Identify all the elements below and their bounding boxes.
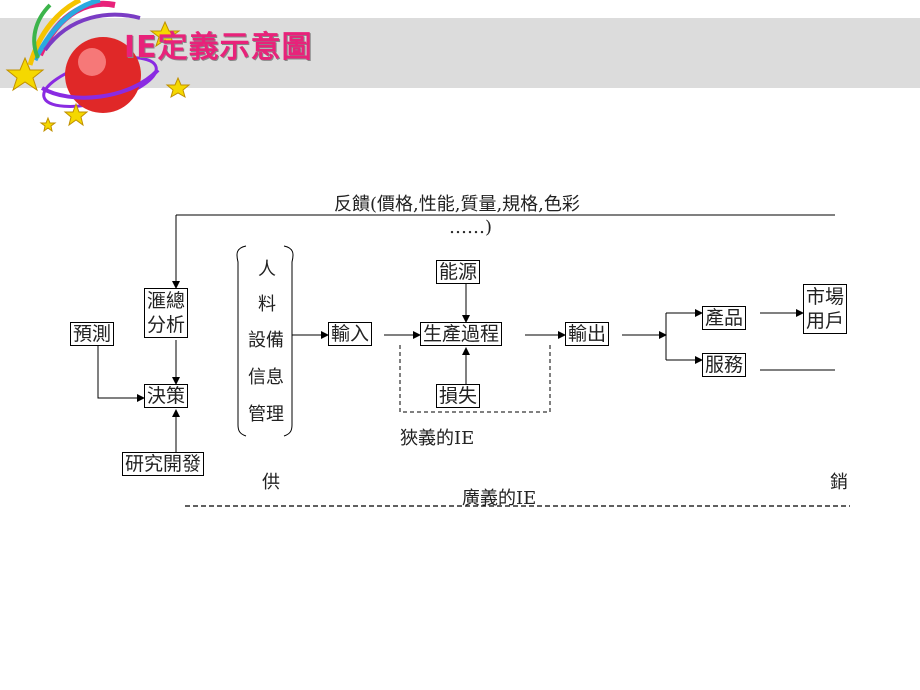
resource-item: 管理: [248, 404, 284, 425]
forecast-label: 預測: [73, 323, 112, 345]
product-box: 產品: [702, 306, 747, 330]
narrow-ie-label: 狹義的IE: [400, 428, 475, 449]
input-label: 輸入: [331, 323, 370, 345]
logo-planet-stars-icon: [5, 0, 191, 133]
output-label: 輸出: [568, 323, 607, 345]
rnd-label: 研究開發: [125, 453, 202, 475]
product-label: 產品: [705, 307, 744, 329]
service-box: 服務: [702, 353, 747, 377]
production-label: 生產過程: [423, 323, 500, 345]
input-box: 輸入: [328, 322, 373, 346]
supply-label: 供: [262, 472, 280, 493]
broad-ie-label: 廣義的IE: [462, 488, 537, 509]
market-label-line2: 用戶: [806, 310, 845, 332]
analysis-label-line2: 分析: [147, 314, 186, 336]
feedback-label: 反饋(價格,性能,質量,規格,色彩: [334, 194, 580, 215]
energy-box: 能源: [436, 260, 481, 284]
market-box: 市場 用戶: [803, 284, 848, 334]
energy-label: 能源: [439, 261, 478, 283]
loss-label: 損失: [439, 385, 478, 407]
slide-title: IE定義示意圖: [124, 30, 313, 65]
analysis-box: 滙總 分析: [144, 288, 189, 338]
forecast-box: 預測: [70, 322, 115, 346]
decision-label: 決策: [147, 385, 186, 407]
output-box: 輸出: [565, 322, 610, 346]
rnd-box: 研究開發: [122, 452, 205, 476]
loss-box: 損失: [436, 384, 481, 408]
resource-item: 信息: [248, 367, 284, 388]
production-box: 生產過程: [420, 322, 503, 346]
sales-label: 銷: [830, 472, 848, 493]
decision-box: 決策: [144, 384, 189, 408]
service-label: 服務: [705, 354, 744, 376]
feedback-label-continued: ……): [449, 217, 493, 238]
market-label-line1: 市場: [806, 286, 845, 308]
resource-item: 料: [258, 294, 276, 315]
resource-item: 人: [258, 259, 276, 280]
analysis-label-line1: 滙總: [147, 290, 186, 312]
resource-item: 設備: [248, 330, 284, 351]
